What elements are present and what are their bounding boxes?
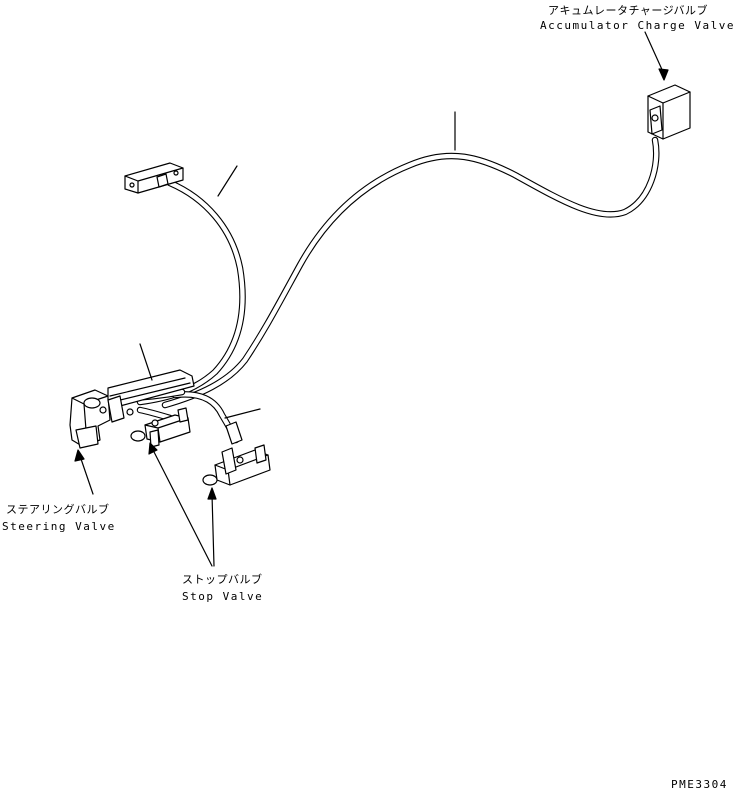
accumulator-charge-valve-part bbox=[647, 84, 691, 140]
drawing-number: PME3304 bbox=[671, 778, 728, 791]
stop-valve-label-jp: ストップバルブ bbox=[182, 573, 263, 586]
hose-fitting bbox=[225, 421, 243, 445]
hose-bracket-to-steering bbox=[136, 179, 246, 406]
hose-clamp-bracket bbox=[124, 162, 184, 194]
hose-accumulator-to-steering bbox=[161, 136, 660, 409]
accumulator-charge-valve-label-jp: アキュムレータチャージバルブ bbox=[548, 4, 709, 17]
steering-valve-part bbox=[69, 369, 195, 449]
stop-valve-label-en: Stop Valve bbox=[182, 590, 264, 603]
stop-valve-part-2 bbox=[202, 444, 271, 486]
steering-valve-label-jp: ステアリングバルブ bbox=[6, 503, 110, 516]
stop-valve-part-1 bbox=[130, 407, 191, 448]
leader-lines bbox=[74, 31, 669, 567]
steering-valve-label-en: Steering Valve bbox=[2, 520, 116, 533]
accumulator-charge-valve-label-en: Accumulator Charge Valve bbox=[540, 19, 735, 32]
